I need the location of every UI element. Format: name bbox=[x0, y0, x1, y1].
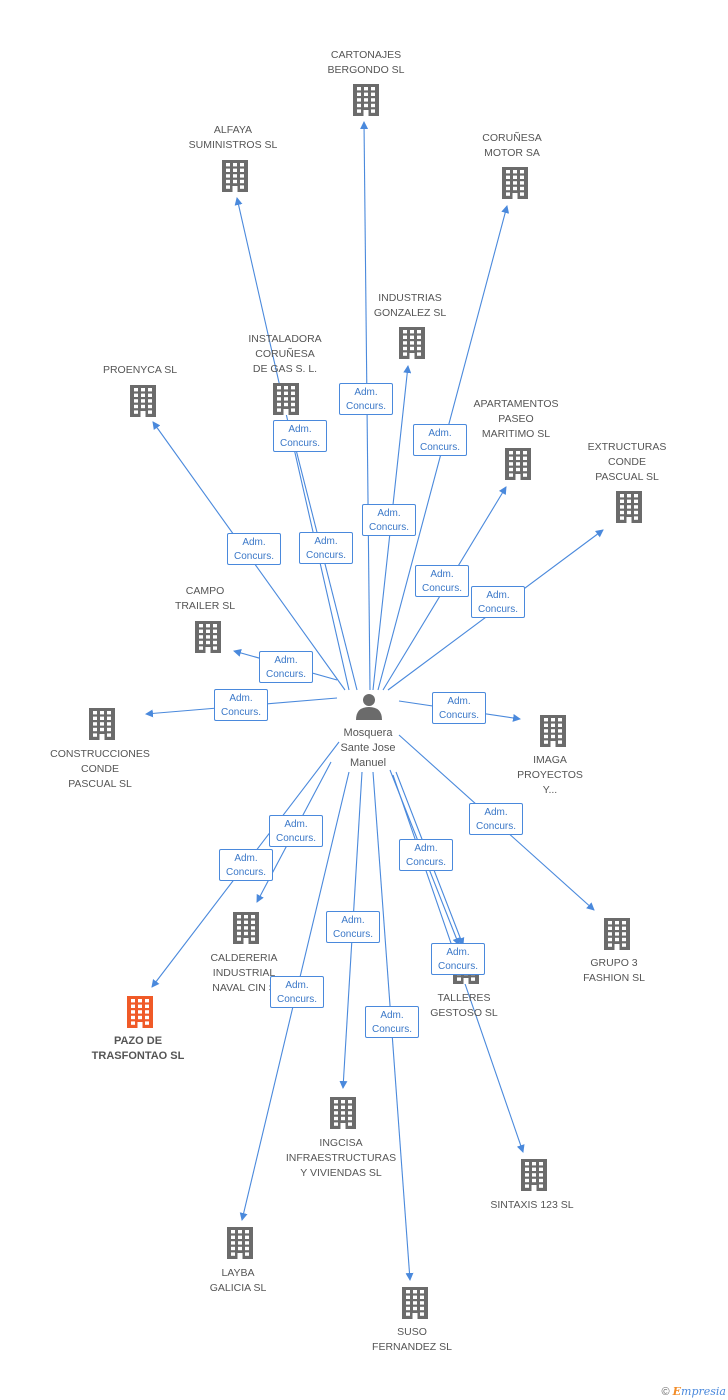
building-icon[interactable] bbox=[273, 383, 299, 415]
relationship-label: Adm. Concurs. bbox=[273, 420, 327, 452]
person-icon[interactable] bbox=[356, 694, 382, 720]
relationship-label: Adm. Concurs. bbox=[227, 533, 281, 565]
building-icon[interactable] bbox=[353, 84, 379, 116]
relationship-label: Adm. Concurs. bbox=[299, 532, 353, 564]
relationship-label: Adm. Concurs. bbox=[326, 911, 380, 943]
building-icon[interactable] bbox=[616, 491, 642, 523]
building-icon[interactable] bbox=[402, 1287, 428, 1319]
company-name-instaladora[interactable]: INSTALADORA CORUÑESA DE GAS S. L. bbox=[248, 333, 322, 375]
building-icon[interactable] bbox=[521, 1159, 547, 1191]
building-icon[interactable] bbox=[505, 448, 531, 480]
relationship-label: Adm. Concurs. bbox=[471, 586, 525, 618]
company-name-proenyca[interactable]: PROENYCA SL bbox=[102, 364, 178, 376]
relationship-label: Adm. Concurs. bbox=[365, 1006, 419, 1038]
relationship-label: Adm. Concurs. bbox=[399, 839, 453, 871]
relationship-label: Adm. Concurs. bbox=[432, 692, 486, 724]
building-icon[interactable] bbox=[540, 715, 566, 747]
building-icon[interactable] bbox=[330, 1097, 356, 1129]
company-name-industrias-gonzalez[interactable]: INDUSTRIAS GONZALEZ SL bbox=[373, 292, 447, 319]
relationship-label: Adm. Concurs. bbox=[415, 565, 469, 597]
company-name-alfaya[interactable]: ALFAYA SUMINISTROS SL bbox=[188, 124, 278, 151]
relationship-label: Adm. Concurs. bbox=[469, 803, 523, 835]
company-name-corunesa-motor[interactable]: CORUÑESA MOTOR SA bbox=[482, 132, 542, 159]
building-icon[interactable] bbox=[127, 996, 153, 1028]
company-name-layba[interactable]: LAYBA GALICIA SL bbox=[209, 1267, 267, 1294]
company-name-imaga[interactable]: IMAGA PROYECTOS Y... bbox=[517, 754, 583, 796]
relationship-label: Adm. Concurs. bbox=[269, 815, 323, 847]
company-name-grupo3[interactable]: GRUPO 3 FASHION SL bbox=[583, 957, 645, 984]
building-icon[interactable] bbox=[89, 708, 115, 740]
company-name-extructuras[interactable]: EXTRUCTURAS CONDE PASCUAL SL bbox=[587, 441, 667, 483]
building-icon[interactable] bbox=[399, 327, 425, 359]
building-icon[interactable] bbox=[195, 621, 221, 653]
building-icon[interactable] bbox=[502, 167, 528, 199]
relationship-label: Adm. Concurs. bbox=[339, 383, 393, 415]
company-name-apartamentos[interactable]: APARTAMENTOS PASEO MARITIMO SL bbox=[473, 398, 559, 440]
company-name-campo-trailer[interactable]: CAMPO TRAILER SL bbox=[174, 585, 236, 612]
relationship-label: Adm. Concurs. bbox=[219, 849, 273, 881]
building-icon[interactable] bbox=[227, 1227, 253, 1259]
company-name-sintaxis[interactable]: SINTAXIS 123 SL bbox=[490, 1199, 574, 1211]
relationship-label: Adm. Concurs. bbox=[214, 689, 268, 721]
building-icon[interactable] bbox=[222, 160, 248, 192]
person-name[interactable]: Mosquera Sante Jose Manuel bbox=[340, 727, 396, 769]
building-icon[interactable] bbox=[604, 918, 630, 950]
relationship-label: Adm. Concurs. bbox=[270, 976, 324, 1008]
company-name-suso[interactable]: SUSO FERNANDEZ SL bbox=[372, 1326, 452, 1353]
relationship-label: Adm. Concurs. bbox=[259, 651, 313, 683]
relationship-label: Adm. Concurs. bbox=[413, 424, 467, 456]
company-name-pazo[interactable]: PAZO DE TRASFONTAO SL bbox=[91, 1035, 185, 1062]
company-name-caldereria[interactable]: CALDERERIA INDUSTRIAL NAVAL CIN S bbox=[210, 952, 278, 994]
empresia-logo: © Empresia bbox=[661, 1385, 726, 1398]
company-name-construcciones[interactable]: CONSTRUCCIONES CONDE PASCUAL SL bbox=[50, 748, 150, 790]
relationship-label: Adm. Concurs. bbox=[431, 943, 485, 975]
relationship-label: Adm. Concurs. bbox=[362, 504, 416, 536]
building-icon[interactable] bbox=[233, 912, 259, 944]
company-name-talleres[interactable]: TALLERES GESTOSO SL bbox=[430, 992, 498, 1019]
company-name-ingcisa[interactable]: INGCISA INFRAESTRUCTURAS Y VIVIENDAS SL bbox=[285, 1137, 397, 1179]
building-icon[interactable] bbox=[130, 385, 156, 417]
company-name-cartonajes[interactable]: CARTONAJES BERGONDO SL bbox=[327, 49, 405, 76]
